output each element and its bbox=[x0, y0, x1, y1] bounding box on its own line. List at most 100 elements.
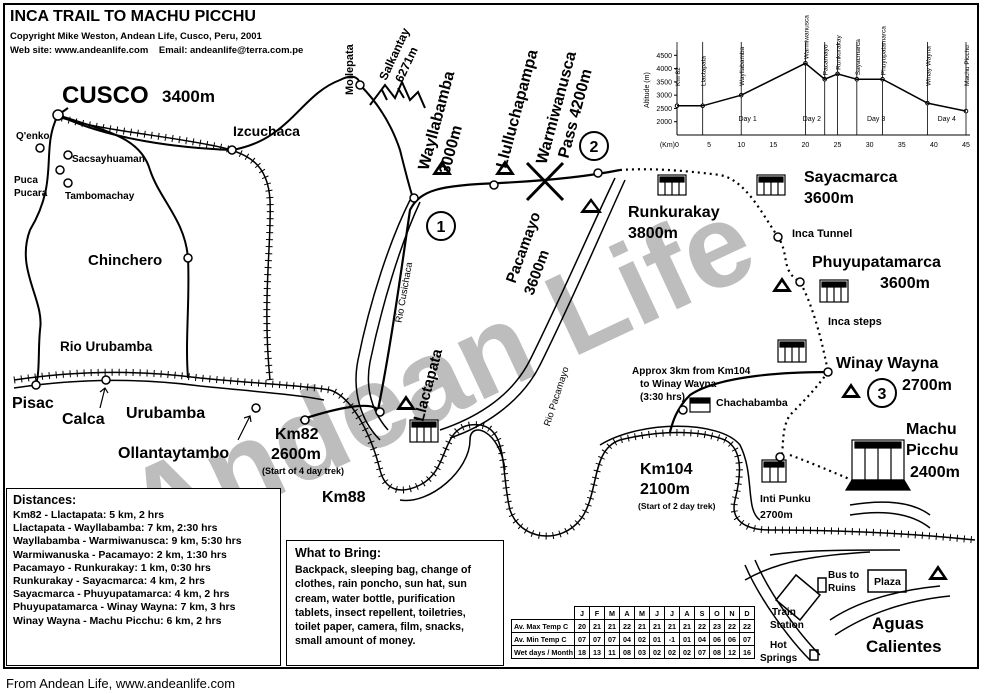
weather-cell: 07 bbox=[738, 632, 755, 646]
distance-row: Wayllabamba - Warmiwanusca: 9 km, 5:30 h… bbox=[13, 535, 242, 548]
ruin-icon-winay-wayna bbox=[777, 339, 807, 363]
trail-km82 bbox=[299, 404, 379, 422]
what-to-bring-line: clothes, rain poncho, sun hat, sun bbox=[295, 578, 467, 591]
campsite-icon-wayllabamba bbox=[432, 160, 452, 175]
day-marker-1-circle bbox=[426, 211, 456, 241]
distances-box: Distances: Km82 - Llactapata: 5 km, 2 hr… bbox=[6, 488, 281, 666]
label-izcuchaca: Izcuchaca bbox=[233, 123, 300, 139]
what-to-bring-line: cream, water bottle, purification bbox=[295, 592, 456, 605]
label-urubamba: Urubamba bbox=[126, 405, 206, 422]
dot-inca-tunnel bbox=[773, 232, 783, 242]
distance-row: Phuyupatamarca - Winay Wayna: 7 km, 3 hr… bbox=[13, 601, 236, 614]
weather-cell: 22 bbox=[618, 619, 635, 633]
dot-izcuchaca bbox=[227, 145, 237, 155]
river-aguas-2 bbox=[754, 559, 821, 656]
weather-cell: 04 bbox=[618, 632, 635, 646]
weather-cell: 12 bbox=[723, 645, 740, 659]
profile-x-tick-label: 35 bbox=[898, 142, 906, 149]
weather-cell: 03 bbox=[633, 645, 650, 659]
label-pisac: Pisac bbox=[12, 395, 54, 412]
weather-month-header: F bbox=[588, 606, 605, 620]
label-winay-wayna: Winay Wayna bbox=[836, 355, 939, 372]
weather-cell: 07 bbox=[588, 632, 605, 646]
campsite-icon-pacamayo bbox=[580, 198, 602, 213]
weather-cell: 07 bbox=[603, 632, 620, 646]
weather-month-header: S bbox=[693, 606, 710, 620]
ruins bbox=[409, 174, 912, 491]
dot-chinchero bbox=[183, 253, 193, 263]
label-machu: Machu bbox=[906, 421, 957, 438]
label-inca-steps: Inca steps bbox=[828, 316, 882, 328]
label-km104: Km104 bbox=[640, 461, 693, 478]
weather-cell: 21 bbox=[648, 619, 665, 633]
day-marker-2-circle bbox=[579, 131, 609, 161]
weather-cell: 18 bbox=[573, 645, 590, 659]
label-plaza: Plaza bbox=[874, 576, 901, 588]
profile-stop-label: Pacamayo bbox=[823, 44, 830, 75]
label-sayacmarca: Sayacmarca bbox=[804, 169, 898, 186]
label-winay-wayna-alt: 2700m bbox=[902, 377, 952, 394]
profile-day-label: Day 4 bbox=[938, 116, 956, 123]
river-urubamba bbox=[13, 379, 325, 401]
pointer-arrows bbox=[99, 387, 252, 441]
plaza-box bbox=[867, 569, 907, 593]
label-bus-to: Bus to bbox=[828, 570, 860, 581]
label-machu-picchu-alt: 2400m bbox=[910, 464, 960, 481]
profile-y-tick-label: 2500 bbox=[656, 106, 672, 113]
label-cusco-alt: 3400m bbox=[162, 87, 215, 106]
weather-row-label: Wet days / Month bbox=[511, 645, 575, 659]
what-to-bring-line: tablets, insect repellent, toiletries, bbox=[295, 606, 466, 619]
map-frame bbox=[3, 3, 979, 669]
weather-month-header: D bbox=[738, 606, 755, 620]
ruin-icon-sayacmarca bbox=[756, 174, 786, 196]
weather-cell: -1 bbox=[663, 632, 680, 646]
profile-stop-label: Warmiwanusca bbox=[803, 15, 810, 60]
rail-aguas bbox=[744, 551, 871, 581]
weather-cell: 21 bbox=[663, 619, 680, 633]
day-marker-3-circle bbox=[867, 378, 897, 408]
weather-month-header: J bbox=[573, 606, 590, 620]
weather-cell: 02 bbox=[648, 645, 665, 659]
footer-credit: From Andean Life, www.andeanlife.com bbox=[6, 676, 236, 691]
label-phuyupatamarca-alt: 3600m bbox=[880, 275, 930, 292]
weather-month-header: J bbox=[648, 606, 665, 620]
dot-wayllabamba bbox=[409, 193, 419, 203]
label-calientes: Calientes bbox=[866, 637, 942, 656]
train-station-shape bbox=[774, 573, 822, 622]
label-approx-3: (3:30 hrs) bbox=[640, 392, 686, 403]
dot-tambomachay bbox=[63, 178, 73, 188]
dot-calca bbox=[101, 375, 111, 385]
label-runkurakay-alt: 3800m bbox=[628, 225, 678, 242]
label-sacsayhuaman: Sacsayhuaman bbox=[72, 154, 145, 165]
campsite-icon-aguas bbox=[928, 565, 948, 580]
profile-x-tick-label: 20 bbox=[802, 142, 810, 149]
distance-row: Warmiwanuska - Pacamayo: 2 km, 1:30 hrs bbox=[13, 548, 227, 561]
weather-cell: 02 bbox=[678, 645, 695, 659]
profile-stop-label: Wayllabamba bbox=[739, 46, 746, 86]
profile-stop-label: Machu Picchu bbox=[964, 45, 971, 86]
weather-month-header: M bbox=[603, 606, 620, 620]
label-aguas: Aguas bbox=[872, 614, 924, 633]
ruin-icon-inti-punku bbox=[761, 459, 787, 483]
weather-cell: 01 bbox=[678, 632, 695, 646]
weather-cell: 21 bbox=[588, 619, 605, 633]
trail-km104 bbox=[668, 370, 829, 433]
profile-y-tick-label: 3000 bbox=[656, 93, 672, 100]
profile-x-tick-label: 45 bbox=[962, 142, 970, 149]
dot-cusco bbox=[52, 109, 64, 121]
dot-ollantaytambo bbox=[251, 403, 261, 413]
weather-cell: 01 bbox=[648, 632, 665, 646]
profile-x-tick-label: 5 bbox=[707, 142, 711, 149]
aguas-street-1 bbox=[829, 585, 941, 621]
what-to-bring-title: What to Bring: bbox=[295, 546, 382, 560]
label-km82-alt: 2600m bbox=[271, 446, 321, 463]
profile-day-label: Day 1 bbox=[738, 116, 756, 123]
ruin-icon-chachabamba bbox=[689, 397, 711, 413]
weather-cell: 22 bbox=[693, 619, 710, 633]
river-pacamayo-b bbox=[449, 179, 626, 439]
label-approx-1: Approx 3km from Km104 bbox=[632, 366, 751, 377]
profile-stop-label: Llactapata bbox=[701, 56, 708, 86]
profile-stop-label: Km 82 bbox=[675, 67, 682, 86]
